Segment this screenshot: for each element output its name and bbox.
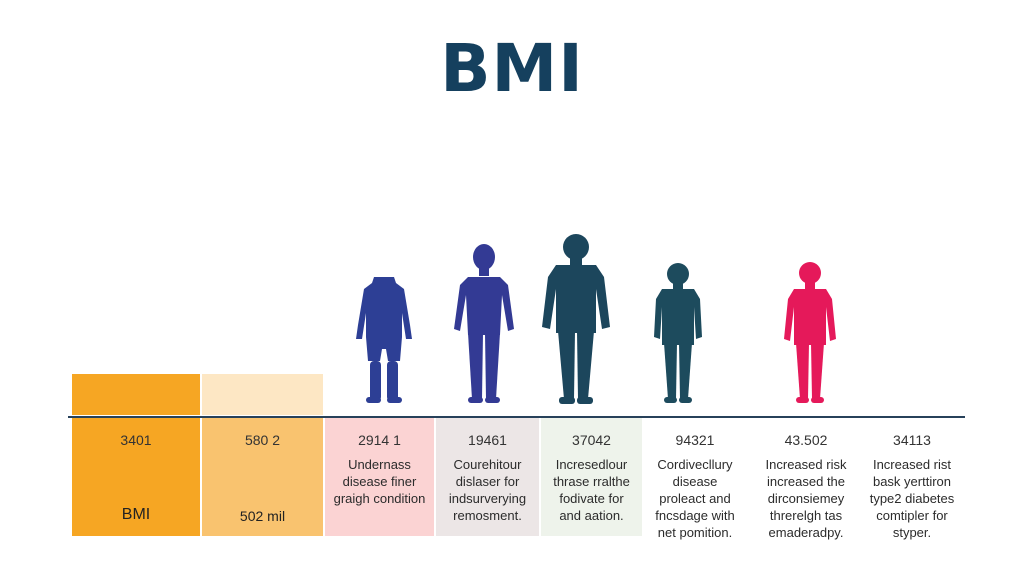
bmi-band-top-1 (72, 374, 200, 415)
bmi-column-8: 34113 Increased rist bask yerttiron type… (862, 418, 962, 540)
column-description: Incresedlour thrase rralthe fodivate for… (553, 457, 630, 523)
bmi-column-1: 3401 BMI (72, 418, 200, 536)
column-number: 43.502 (784, 432, 828, 448)
column-number: 580 2 (244, 432, 281, 448)
column-footer: 502 mil (239, 508, 286, 524)
bmi-column-3: 2914 1 Undernass disease finer graigh co… (325, 418, 434, 536)
column-number: 19461 (468, 432, 507, 448)
column-description: Increased risk increased the dirconsieme… (765, 457, 847, 540)
column-number: 37042 (572, 432, 611, 448)
column-number: 2914 1 (358, 432, 401, 448)
bmi-column-5: 37042 Incresedlour thrase rralthe fodiva… (541, 418, 642, 536)
column-number: 34113 (893, 432, 931, 448)
page-title: BMI (440, 30, 584, 107)
column-number: 3401 (120, 432, 152, 448)
underweight-body-icon (352, 277, 416, 405)
bmi-column-7: 43.502 Increased risk increased the dirc… (754, 418, 858, 540)
normal-body-icon (452, 243, 516, 405)
bmi-column-2: 580 2 502 mil (202, 418, 323, 536)
severe-body-icon (784, 261, 836, 405)
bmi-column-4: 19461 Courehitour dislaser for indsurver… (436, 418, 539, 536)
bmi-column-6: 94321 Cordivecllury disease proleact and… (644, 418, 746, 540)
column-description: Increased rist bask yerttiron type2 diab… (869, 457, 955, 540)
column-description: Cordivecllury disease proleact and fncsd… (655, 457, 735, 540)
body-figures (0, 225, 1024, 405)
overweight-body-icon (542, 233, 610, 405)
bmi-band-top-2 (202, 374, 323, 415)
column-footer: BMI (121, 506, 151, 523)
scale-divider (68, 416, 965, 418)
column-description: Undernass disease finer graigh condition (333, 457, 426, 506)
column-description: Courehitour dislaser for indsurverying r… (448, 457, 527, 523)
column-number: 94321 (675, 432, 715, 448)
obese-body-icon (654, 263, 702, 405)
